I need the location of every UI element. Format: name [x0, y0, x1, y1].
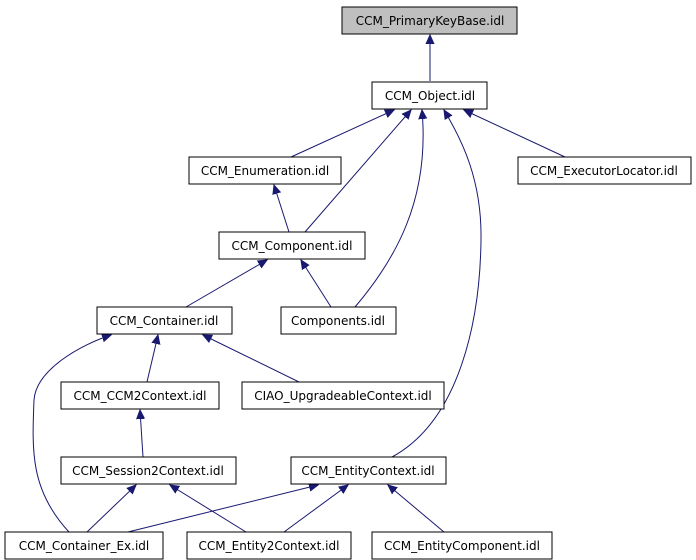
- edge-components-to-object: [354, 110, 423, 308]
- node-executorlocator[interactable]: CCM_ExecutorLocator.idl: [517, 156, 692, 185]
- node-label: CCM_Container.idl: [110, 314, 219, 328]
- edge-container-ex-to-entitycontext: [127, 485, 318, 533]
- node-label: CCM_ExecutorLocator.idl: [530, 164, 678, 178]
- node-upgradeablecontext[interactable]: CIAO_UpgradeableContext.idl: [241, 381, 445, 410]
- node-label: CCM_Session2Context.idl: [72, 464, 224, 478]
- edges-layer: [32, 35, 566, 533]
- node-label: CIAO_UpgradeableContext.idl: [254, 389, 431, 403]
- node-entitycontext[interactable]: CCM_EntityContext.idl: [290, 456, 447, 485]
- edge-entity2context-to-session2context: [170, 485, 247, 533]
- edge-ccm2context-to-container: [146, 335, 158, 383]
- node-label: CCM_Entity2Context.idl: [199, 539, 340, 553]
- node-ccm2context[interactable]: CCM_CCM2Context.idl: [60, 381, 220, 410]
- edge-upgradeablecontext-to-container: [203, 335, 300, 383]
- edge-component-to-object: [304, 110, 411, 233]
- node-label: CCM_Object.idl: [385, 89, 475, 103]
- edge-session2context-to-ccm2context: [140, 410, 143, 458]
- node-container[interactable]: CCM_Container.idl: [96, 306, 233, 335]
- edge-entitycomponent-to-entitycontext: [388, 485, 445, 533]
- edge-components-to-component: [301, 260, 332, 308]
- node-session2context[interactable]: CCM_Session2Context.idl: [60, 456, 237, 485]
- node-entity2context[interactable]: CCM_Entity2Context.idl: [186, 531, 352, 560]
- node-label: CCM_Enumeration.idl: [201, 164, 329, 178]
- node-label: CCM_Container_Ex.idl: [19, 539, 150, 553]
- edge-container-ex-to-session2context: [86, 485, 136, 533]
- node-label: CCM_Component.idl: [232, 239, 353, 253]
- edge-enumeration-to-object: [290, 110, 394, 158]
- node-label: CCM_EntityContext.idl: [301, 464, 434, 478]
- edge-entitycontext-to-object: [391, 110, 482, 458]
- node-primarykeybase[interactable]: CCM_PrimaryKeyBase.idl: [341, 6, 518, 35]
- node-label: CCM_PrimaryKeyBase.idl: [356, 14, 505, 28]
- node-container-ex[interactable]: CCM_Container_Ex.idl: [4, 531, 164, 560]
- edge-executorlocator-to-object: [464, 110, 566, 158]
- edge-component-to-enumeration: [274, 185, 290, 233]
- node-components[interactable]: Components.idl: [280, 306, 397, 335]
- edge-entity2context-to-entitycontext: [283, 485, 348, 533]
- node-label: CCM_CCM2Context.idl: [74, 389, 207, 403]
- node-label: CCM_EntityComponent.idl: [384, 539, 540, 553]
- edge-container-to-component: [185, 260, 267, 308]
- node-object[interactable]: CCM_Object.idl: [371, 81, 488, 110]
- edge-container-ex-to-container: [32, 335, 111, 533]
- node-label: Components.idl: [291, 314, 385, 328]
- node-enumeration[interactable]: CCM_Enumeration.idl: [188, 156, 342, 185]
- node-component[interactable]: CCM_Component.idl: [218, 231, 366, 260]
- node-entitycomponent[interactable]: CCM_EntityComponent.idl: [371, 531, 553, 560]
- nodes-layer: CCM_PrimaryKeyBase.idl CCM_Object.idl CC…: [4, 6, 692, 560]
